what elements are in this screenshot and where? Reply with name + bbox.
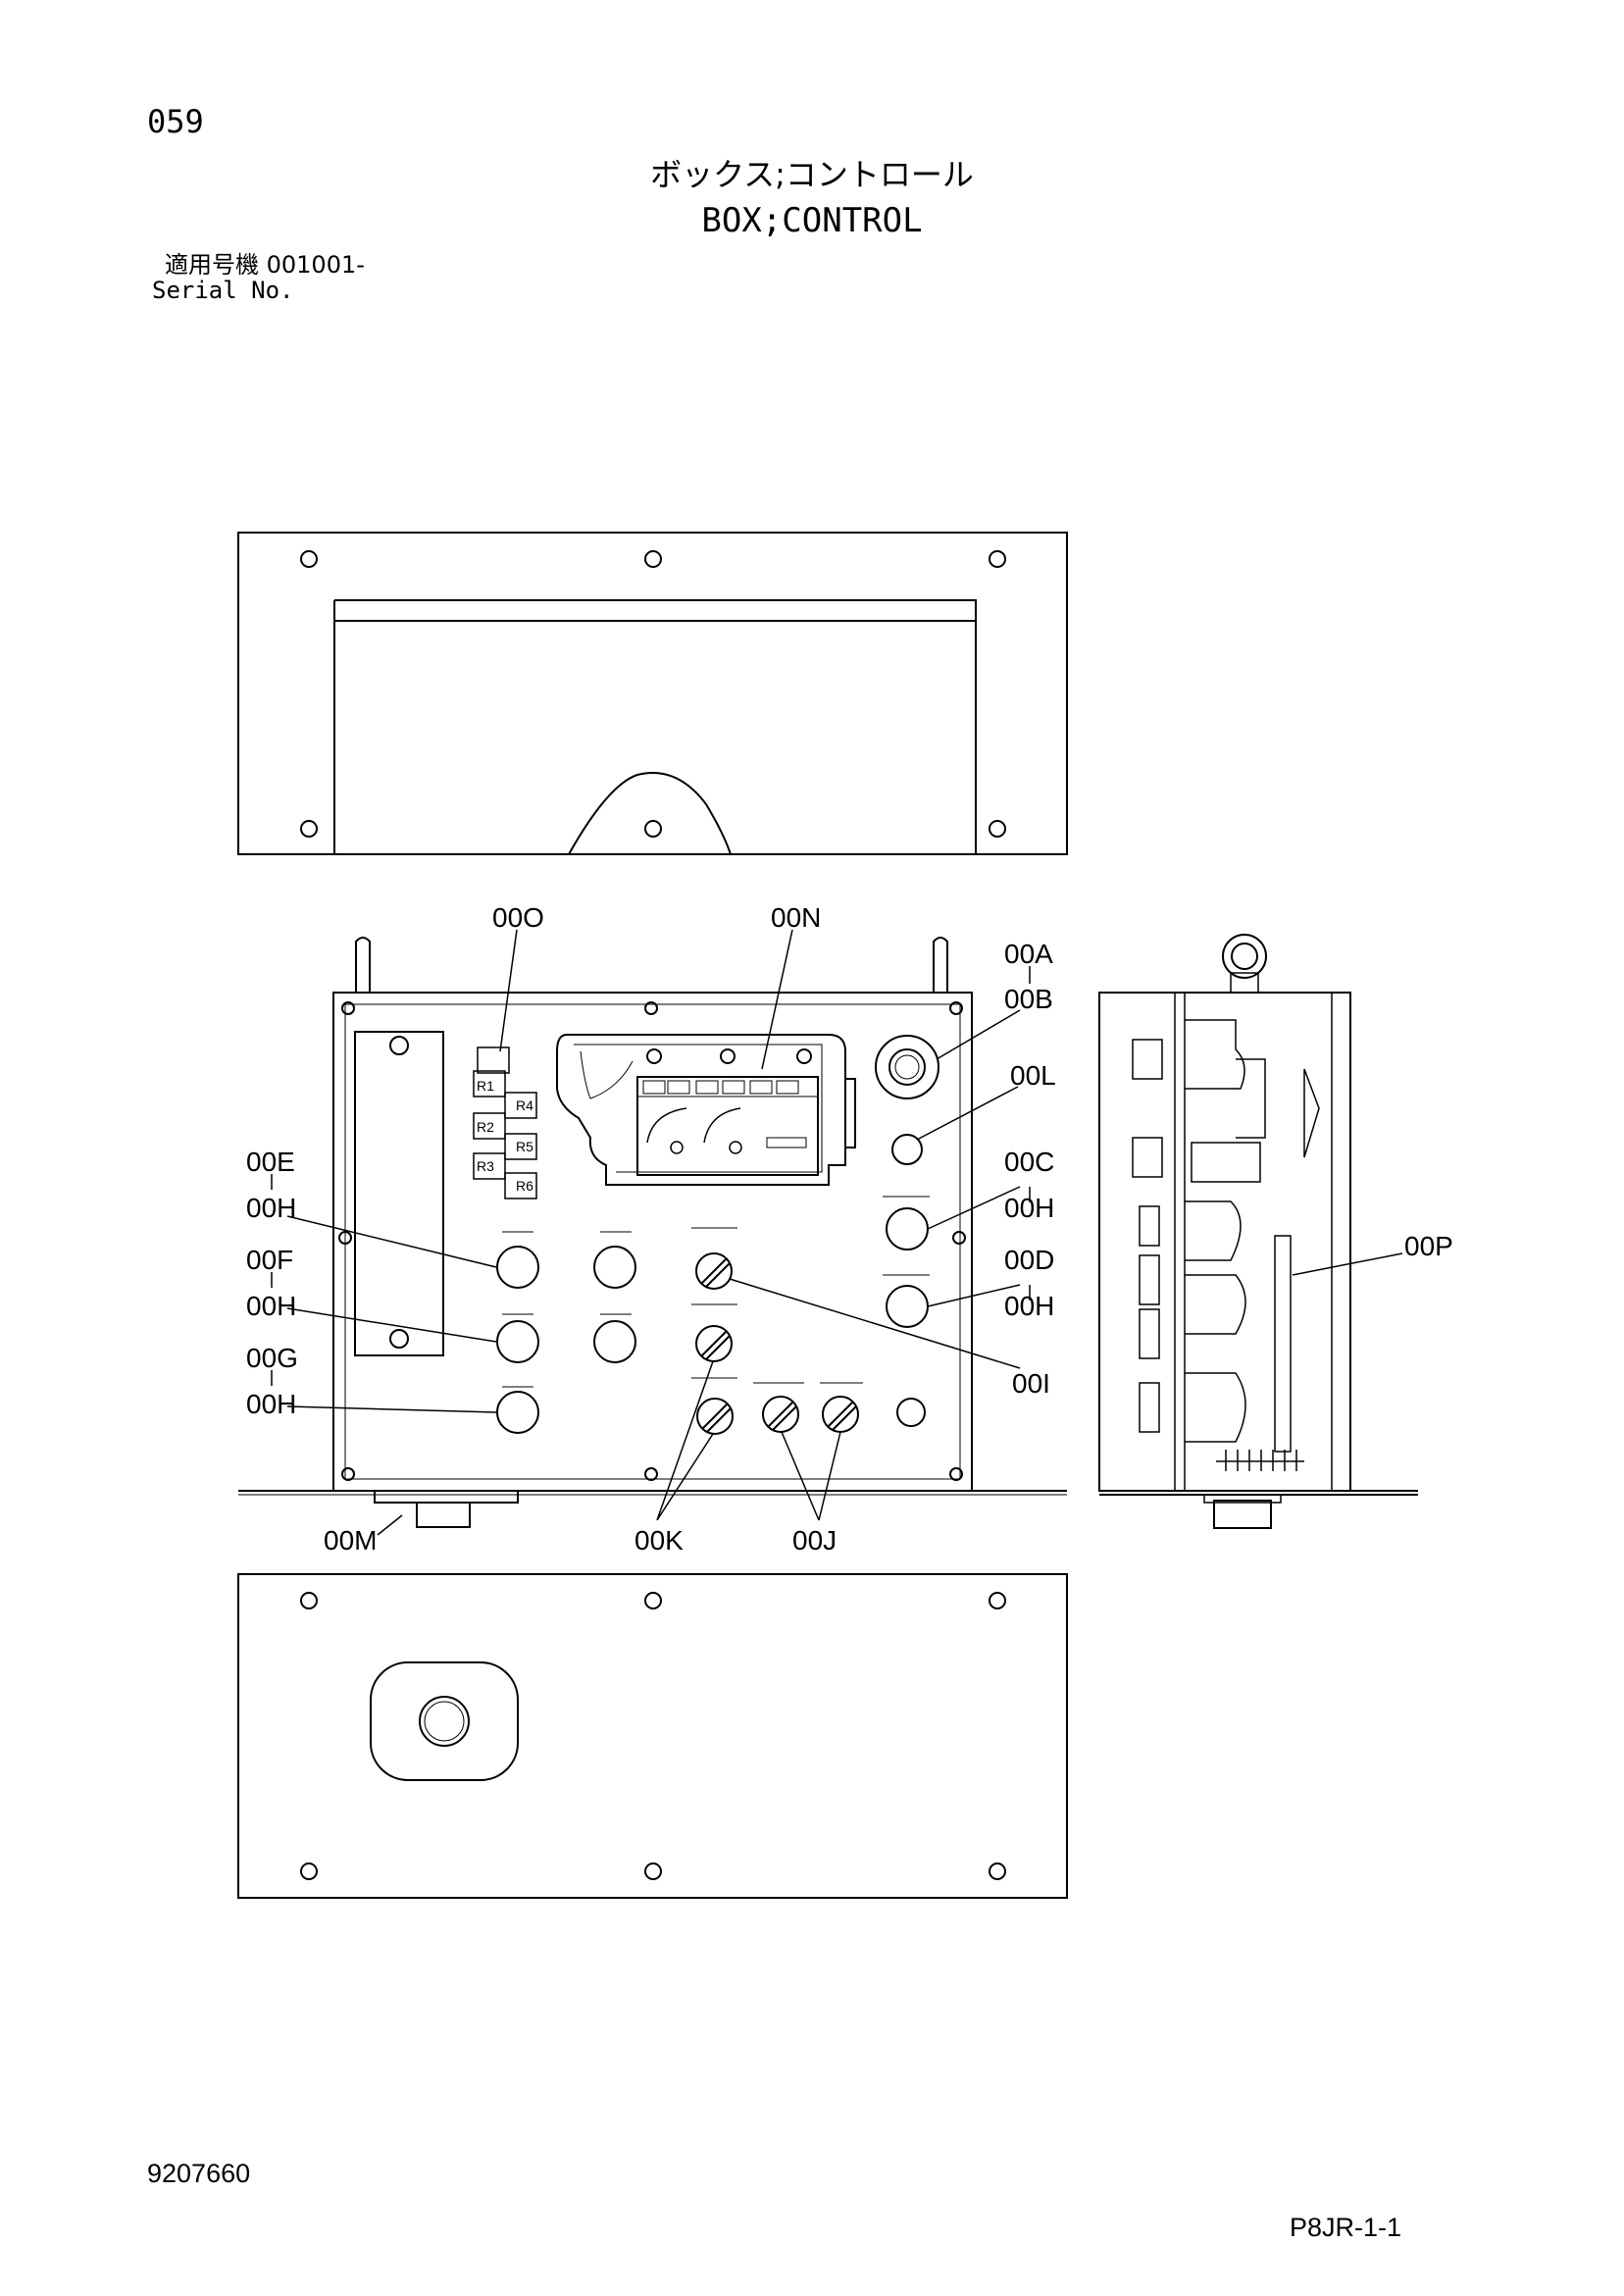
callout-00I: 00I: [1012, 1368, 1050, 1399]
top-view: [237, 532, 1068, 855]
side-view-walls: [1174, 993, 1333, 1491]
screw: [300, 1592, 318, 1609]
serial-range-japanese: 適用号機 001001-: [165, 251, 365, 279]
relay-label-r5: R5: [516, 1139, 533, 1154]
sheet-code: P8JR-1-1: [1290, 2213, 1402, 2242]
gland-plate: [370, 1661, 519, 1781]
monitor-display: [636, 1076, 819, 1176]
callout-00H-5: 00H: [1004, 1291, 1054, 1321]
relay-label-r4: R4: [516, 1097, 533, 1113]
callout-00L: 00L: [1010, 1060, 1056, 1091]
screw: [300, 1862, 318, 1880]
callout-00J: 00J: [792, 1525, 837, 1556]
push-button: [496, 1246, 539, 1289]
push-button: [886, 1207, 929, 1250]
screw: [644, 1467, 658, 1481]
screw: [644, 550, 662, 568]
screw: [989, 1592, 1006, 1609]
screw: [341, 1467, 355, 1481]
lifting-hook-right: [933, 937, 948, 993]
relay-block: [473, 1046, 537, 1199]
callout-00A: 00A: [1004, 939, 1053, 969]
screw: [949, 1001, 963, 1015]
rotary-switch-group: [695, 1252, 859, 1435]
screw: [300, 550, 318, 568]
screw: [644, 820, 662, 838]
callout-00D: 00D: [1004, 1245, 1054, 1275]
relay-label-r2: R2: [477, 1119, 494, 1135]
cable-flange: [374, 1490, 519, 1504]
screw: [644, 1592, 662, 1609]
callout-00C: 00C: [1004, 1147, 1054, 1177]
callout-00P: 00P: [1404, 1231, 1453, 1261]
callout-00B: 00B: [1004, 984, 1053, 1014]
front-view: [238, 937, 1067, 1528]
screw: [338, 1231, 352, 1245]
blank-plug: [896, 1398, 926, 1427]
screw: [989, 820, 1006, 838]
push-button: [593, 1320, 636, 1363]
monitor-unit: [556, 1034, 856, 1186]
page-number: 059: [147, 103, 204, 140]
callout-00H-3: 00H: [246, 1389, 296, 1419]
screw: [341, 1001, 355, 1015]
top-view-outline: [237, 532, 1068, 855]
callout-00E: 00E: [246, 1147, 295, 1177]
top-view-handle: [568, 772, 732, 855]
screw: [644, 1862, 662, 1880]
callout-00H-4: 00H: [1004, 1193, 1054, 1223]
cover-screw: [389, 1329, 409, 1349]
push-button: [496, 1320, 539, 1363]
callout-00G: 00G: [246, 1343, 298, 1373]
callout-00M: 00M: [324, 1525, 377, 1556]
callout-00N: 00N: [771, 902, 821, 933]
side-view: [1098, 934, 1418, 1529]
screw: [989, 550, 1006, 568]
bottom-view: [237, 1573, 1068, 1899]
lifting-eye-inner: [1231, 943, 1258, 970]
callout-00H-1: 00H: [246, 1193, 296, 1223]
relay-label-r3: R3: [477, 1158, 494, 1174]
selector-switch: [891, 1134, 923, 1165]
push-button: [496, 1391, 539, 1434]
callout-00K: 00K: [634, 1525, 684, 1556]
push-button: [886, 1285, 929, 1328]
screw: [644, 1001, 658, 1015]
callout-00O: 00O: [492, 902, 544, 933]
bottom-view-outline: [237, 1573, 1068, 1899]
relay-label-r1: R1: [477, 1078, 494, 1094]
screw: [952, 1231, 966, 1245]
callout-00H-2: 00H: [246, 1291, 296, 1321]
side-components: [1132, 1019, 1320, 1471]
front-panel-inner: [344, 1003, 961, 1480]
screw: [300, 820, 318, 838]
cable-hole: [419, 1696, 470, 1747]
key-switch-bezel: [875, 1035, 939, 1099]
temp-gauge: [646, 1107, 687, 1144]
callout-00F: 00F: [246, 1245, 293, 1275]
cable-gland: [416, 1502, 471, 1528]
serial-label: Serial No.: [152, 277, 294, 304]
side-cable-gland: [1213, 1500, 1272, 1529]
title-japanese: ボックス;コントロール: [650, 156, 974, 193]
cover-plate: [354, 1031, 444, 1356]
cover-screw: [389, 1036, 409, 1055]
label-marks: [502, 1196, 930, 1388]
screw: [949, 1467, 963, 1481]
top-view-lid: [333, 599, 977, 854]
side-view-outline: [1098, 992, 1351, 1492]
title-english: BOX;CONTROL: [701, 201, 923, 240]
push-button: [593, 1246, 636, 1289]
lifting-eye: [1222, 934, 1267, 979]
document-number: 9207660: [147, 2159, 251, 2188]
fuel-gauge: [703, 1107, 741, 1144]
lifting-hook-left: [355, 937, 371, 993]
relay-label-r6: R6: [516, 1178, 533, 1194]
leader-lines: [271, 929, 1403, 1536]
key-switch: [888, 1048, 926, 1086]
screw: [989, 1862, 1006, 1880]
